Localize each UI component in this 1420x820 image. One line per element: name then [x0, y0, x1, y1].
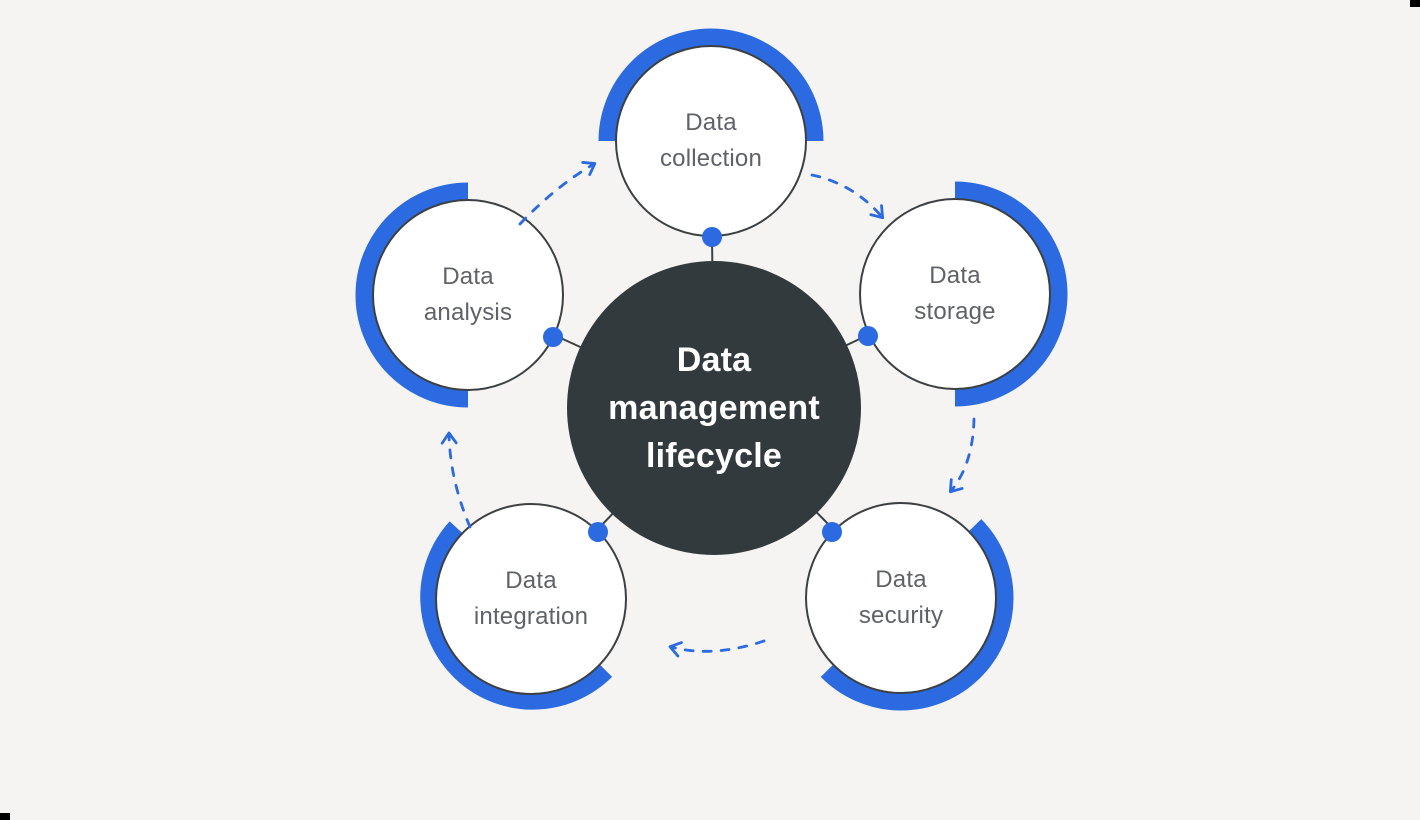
arc-data-storage	[954, 181, 1068, 407]
arrow-security-to-integration	[668, 639, 766, 658]
dot-data-collection	[702, 227, 722, 247]
corner-artifact-top-right	[1410, 0, 1420, 7]
arrow-storage-to-security	[948, 417, 976, 494]
node-data-analysis	[372, 199, 564, 391]
node-data-integration	[435, 503, 627, 695]
label-line: collection	[659, 145, 763, 172]
label-data-collection: Data collection	[660, 105, 762, 177]
dot-data-security	[822, 522, 842, 542]
arc-data-security	[820, 519, 1014, 711]
label-data-storage: Data storage	[914, 258, 995, 330]
arc-data-analysis	[355, 182, 469, 408]
label-line: Data	[685, 109, 737, 136]
label-line: Data	[875, 566, 927, 593]
label-data-integration: Data integration	[474, 563, 588, 635]
label-line: security	[858, 602, 944, 629]
label-line: Data	[505, 567, 557, 594]
title-line: management	[608, 389, 820, 427]
node-data-storage	[859, 198, 1051, 390]
dot-data-integration	[588, 522, 608, 542]
arrow-collection-to-storage	[810, 173, 885, 220]
arrow-integration-to-analysis	[440, 431, 472, 529]
label-data-security: Data security	[859, 562, 943, 634]
diagram-title: Data management lifecycle	[608, 336, 820, 480]
dot-data-storage	[858, 326, 878, 346]
dot-data-analysis	[543, 327, 563, 347]
label-line: Data	[442, 263, 494, 290]
arrow-analysis-to-collection	[518, 161, 597, 226]
label-line: storage	[914, 298, 996, 325]
arc-data-collection	[598, 28, 824, 142]
arc-data-integration	[420, 521, 613, 710]
title-line: lifecycle	[645, 437, 783, 475]
label-line: analysis	[423, 299, 513, 326]
label-line: integration	[473, 603, 589, 630]
label-data-analysis: Data analysis	[424, 259, 512, 331]
corner-artifact-bottom-left	[0, 813, 10, 820]
title-line: Data	[676, 341, 752, 379]
node-data-security	[805, 502, 997, 694]
hub-circle	[567, 261, 861, 555]
label-line: Data	[929, 262, 981, 289]
